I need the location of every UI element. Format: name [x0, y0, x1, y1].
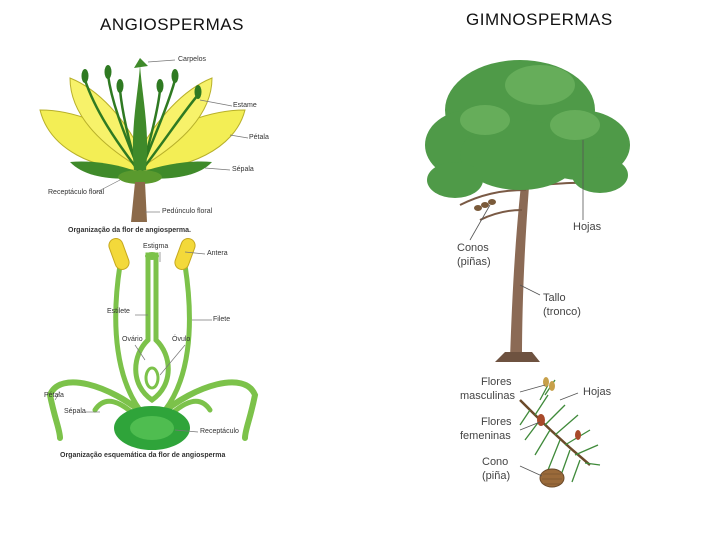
label-receptaculo-floral: Receptáculo floral — [48, 189, 105, 196]
caption-flower-top: Organização da flor de angiosperma. — [68, 227, 191, 234]
label-estigma: Estigma — [143, 243, 169, 250]
label-flores-masculinas-2: masculinas — [460, 390, 516, 402]
label-cono-pina: (piña) — [482, 470, 511, 482]
label-conos-pinas: (piñas) — [457, 256, 491, 268]
label-pedunculo-floral: Pedúnculo floral — [162, 208, 213, 215]
label-hojas-branch: Hojas — [583, 386, 612, 398]
label-estilete: Estilete — [107, 308, 130, 315]
label-tallo-tronco: (tronco) — [543, 306, 581, 318]
label-petala-bottom: Pétala — [44, 392, 64, 399]
label-ovario: Ovário — [122, 336, 143, 343]
caption-flower-bottom: Organização esquemática da flor de angio… — [60, 452, 226, 459]
label-filete: Filete — [213, 316, 231, 323]
pine-tree-illustration — [425, 60, 630, 362]
label-estame: Estame — [233, 102, 257, 109]
label-flores-femeninas: Flores — [481, 416, 512, 428]
label-sepala-bottom: Sépala — [64, 408, 86, 415]
label-flores-femeninas-2: femeninas — [460, 430, 511, 442]
flower-bottom-illustration — [46, 238, 259, 450]
title-angiospermas: ANGIOSPERMAS — [100, 15, 244, 34]
label-carpelos: Carpelos — [178, 56, 207, 63]
label-flores-masculinas: Flores — [481, 376, 512, 388]
label-petala-top: Pétala — [249, 134, 269, 141]
flower-top-illustration — [39, 58, 249, 222]
title-gimnospermas: GIMNOSPERMAS — [466, 10, 613, 29]
label-antera: Antera — [207, 250, 228, 257]
label-conos: Conos — [457, 242, 489, 254]
label-cono: Cono — [482, 456, 509, 468]
label-sepala-top: Sépala — [232, 166, 254, 173]
label-receptaculo: Receptáculo — [200, 428, 239, 435]
label-tallo: Tallo — [543, 292, 566, 304]
pine-branch-illustration — [519, 377, 601, 488]
label-ovulo: Óvulo — [172, 336, 191, 343]
label-hojas-tree: Hojas — [573, 221, 602, 233]
